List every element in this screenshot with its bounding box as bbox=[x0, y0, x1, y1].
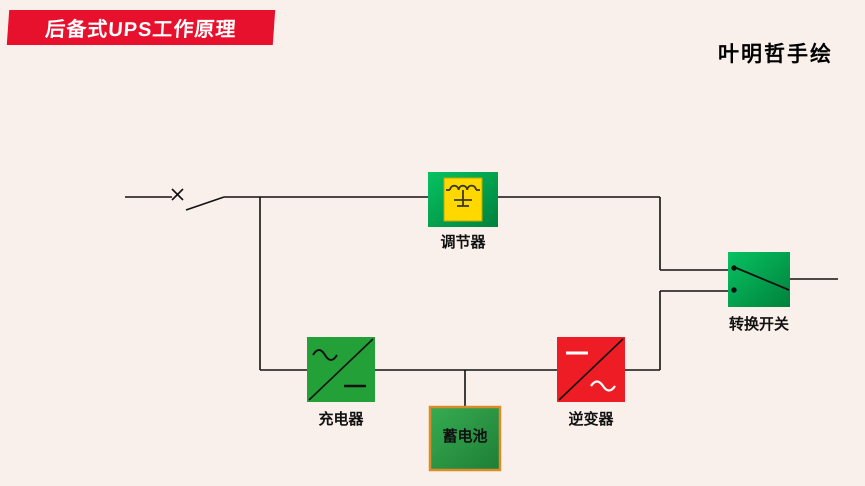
battery-label: 蓄电池 bbox=[442, 427, 488, 445]
author-signature: 叶明哲手绘 bbox=[718, 43, 833, 66]
page-title: 后备式UPS工作原理 bbox=[44, 19, 238, 41]
transfer-switch-label: 转换开关 bbox=[728, 316, 789, 333]
charger-label: 充电器 bbox=[318, 411, 364, 428]
top-path-wires bbox=[224, 196, 728, 271]
open-switch-icon bbox=[171, 188, 225, 211]
battery-box bbox=[428, 405, 502, 472]
title-banner: 后备式UPS工作原理 bbox=[6, 10, 276, 45]
changeover-switch-icon bbox=[731, 265, 790, 293]
ferroresonant-transformer-icon bbox=[446, 184, 480, 207]
regulator-label: 调节器 bbox=[440, 234, 486, 251]
bottom-path-wires bbox=[259, 197, 728, 408]
transfer-switch-box bbox=[728, 252, 790, 307]
dc-to-ac-converter-icon bbox=[558, 338, 624, 401]
ac-to-dc-converter-icon bbox=[308, 338, 374, 401]
inverter-label: 逆变器 bbox=[568, 411, 614, 428]
